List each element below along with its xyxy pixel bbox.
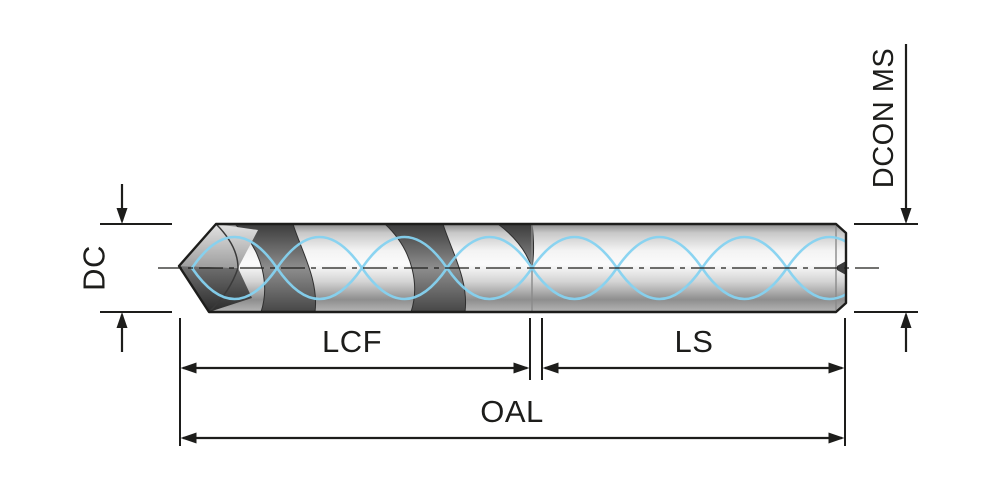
dimension-lcf: LCF <box>179 318 531 446</box>
lcf-label: LCF <box>322 324 382 359</box>
dcon-ms-label: DCON MS <box>868 48 900 188</box>
dc-arrow-up-icon <box>116 312 128 328</box>
dcon-arrow-down-icon <box>900 208 912 224</box>
drill-body <box>177 222 848 314</box>
oal-arrow-right-icon <box>828 432 845 444</box>
dimension-oal: OAL <box>180 394 845 444</box>
ls-arrow-left-icon <box>542 362 559 374</box>
lcf-arrow-left-icon <box>180 362 197 374</box>
ls-label: LS <box>675 324 714 359</box>
dimension-dc: DC <box>77 184 172 352</box>
dimension-ls: LS <box>541 318 846 446</box>
drill-silhouette <box>179 224 846 312</box>
dc-arrow-down-icon <box>116 208 128 224</box>
dimension-dcon-ms: DCON MS <box>854 44 918 352</box>
shank-end-notch <box>837 261 846 275</box>
dcon-arrow-up-icon <box>900 312 912 328</box>
ls-arrow-right-icon <box>828 362 845 374</box>
oal-arrow-left-icon <box>180 432 197 444</box>
dc-label: DC <box>77 245 112 291</box>
oal-label: OAL <box>480 394 544 429</box>
lcf-arrow-right-icon <box>513 362 530 374</box>
